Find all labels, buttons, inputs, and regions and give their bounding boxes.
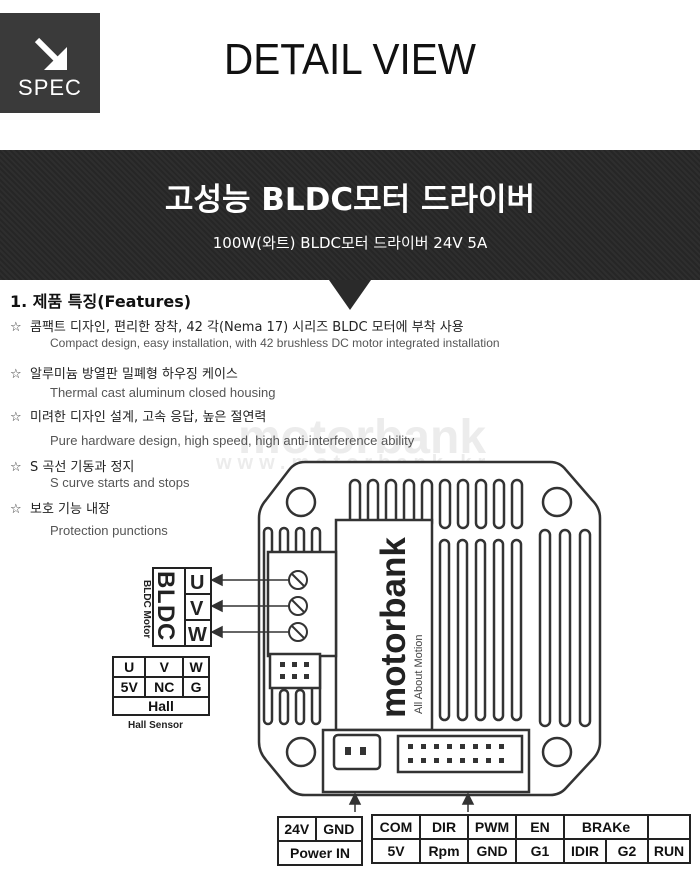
signal-cell: IDIR xyxy=(563,838,607,864)
feature-ko: 알루미늄 방열판 밀폐형 하우징 케이스 xyxy=(30,367,238,382)
star-icon: ☆ xyxy=(10,410,22,425)
motor-arrows xyxy=(210,573,290,639)
signal-cell: G2 xyxy=(605,838,649,864)
svg-text:L: L xyxy=(152,589,179,604)
star-icon: ☆ xyxy=(10,320,22,335)
mount-hole xyxy=(285,486,317,518)
feature-en: S curve starts and stops xyxy=(50,475,190,490)
hall-sensor-table: U V W 5V NC G Hall xyxy=(111,656,210,716)
feature-en: Thermal cast aluminum closed housing xyxy=(50,385,276,400)
feature-item: ☆ S 곡선 기동과 정지 S curve starts and stops xyxy=(10,456,189,490)
connector-arrows xyxy=(348,792,475,812)
svg-text:U: U xyxy=(190,572,204,594)
features-heading: 1. 제품 특징(Features) xyxy=(10,292,192,311)
product-banner: 고성능 BLDC모터 드라이버 100W(와트) BLDC모터 드라이버 24V… xyxy=(0,150,700,280)
feature-ko: S 곡선 기동과 정지 xyxy=(30,460,135,475)
hall-cell: NC xyxy=(144,676,185,698)
power-cell: 24V xyxy=(277,816,317,842)
star-icon: ☆ xyxy=(10,502,22,517)
hall-cell: V xyxy=(144,656,185,678)
banner-title: 고성능 BLDC모터 드라이버 xyxy=(164,182,536,218)
hall-connector xyxy=(268,652,322,690)
signal-pins xyxy=(408,744,504,763)
power-connector xyxy=(332,733,382,771)
terminal-screws xyxy=(288,570,308,642)
hall-cell: Hall xyxy=(112,696,210,716)
feature-en: Compact design, easy installation, with … xyxy=(50,336,500,350)
arrow-down-right-icon xyxy=(34,37,67,70)
bldc-letters: B L D C xyxy=(152,571,179,640)
feature-en: Protection punctions xyxy=(50,523,168,538)
svg-text:D: D xyxy=(152,605,179,622)
hall-pins xyxy=(280,662,309,679)
hall-cell: U xyxy=(111,656,147,678)
power-table: 24V GND Power IN xyxy=(277,816,364,866)
motor-pin-frame xyxy=(152,567,212,647)
spec-badge: SPEC xyxy=(0,13,100,113)
signal-connector xyxy=(396,734,524,774)
mount-hole xyxy=(285,736,317,768)
signal-cell: PWM xyxy=(467,814,517,840)
feature-ko: 보호 기능 내장 xyxy=(30,502,111,517)
device-slogan: All About Motion xyxy=(413,635,425,715)
power-cell: GND xyxy=(314,816,364,842)
motor-caption: BLDC Motor xyxy=(141,580,152,638)
watermark-brand: motorbank xyxy=(238,411,487,464)
signal-cell xyxy=(647,814,691,840)
hall-cell: G xyxy=(182,676,210,698)
hall-caption: Hall Sensor xyxy=(128,720,183,731)
feature-ko: 콤팩트 디자인, 편리한 장착, 42 각(Nema 17) 시리즈 BLDC … xyxy=(30,320,464,335)
svg-text:B: B xyxy=(152,571,179,588)
signal-cell: 5V xyxy=(371,838,421,864)
signal-cell: EN xyxy=(515,814,565,840)
spec-label: SPEC xyxy=(18,75,82,100)
signal-cell: G1 xyxy=(515,838,565,864)
hall-cell: 5V xyxy=(111,676,147,698)
device-logo: motorbank xyxy=(374,537,413,718)
heatsink-fins-right xyxy=(438,528,592,728)
signal-cell: COM xyxy=(371,814,421,840)
star-icon: ☆ xyxy=(10,367,22,382)
motor-pins: U V W xyxy=(188,572,207,646)
page-title: DETAIL VIEW xyxy=(224,35,476,84)
signal-cell: GND xyxy=(467,838,517,864)
signal-cell: RUN xyxy=(647,838,691,864)
svg-text:W: W xyxy=(188,624,207,646)
svg-text:V: V xyxy=(190,598,204,620)
heatsink-fins-top xyxy=(348,478,524,530)
star-icon: ☆ xyxy=(10,460,22,475)
svg-text:C: C xyxy=(152,623,179,640)
power-cell: Power IN xyxy=(277,840,363,866)
hall-cell: W xyxy=(182,656,210,678)
feature-item: ☆ 미려한 디자인 설계, 고속 응답, 높은 절연력 Pure hardware… xyxy=(10,406,414,448)
feature-item: ☆ 알루미늄 방열판 밀폐형 하우징 케이스 Thermal cast alumi… xyxy=(10,363,275,400)
feature-item: ☆ 보호 기능 내장 Protection punctions xyxy=(10,498,168,538)
signal-cell: Rpm xyxy=(419,838,469,864)
feature-ko: 미려한 디자인 설계, 고속 응답, 높은 절연력 xyxy=(30,410,267,425)
signal-table: COM DIR PWM EN BRAKe 5V Rpm GND G1 IDIR … xyxy=(371,814,691,864)
banner-notch xyxy=(329,280,371,310)
feature-item: ☆ 콤팩트 디자인, 편리한 장착, 42 각(Nema 17) 시리즈 BLDC… xyxy=(10,316,500,350)
mount-hole xyxy=(541,736,573,768)
signal-cell: DIR xyxy=(419,814,469,840)
banner-subtitle: 100W(와트) BLDC모터 드라이버 24V 5A xyxy=(212,234,488,252)
mount-hole xyxy=(541,486,573,518)
feature-en: Pure hardware design, high speed, high a… xyxy=(50,433,415,448)
signal-cell: BRAKe xyxy=(563,814,649,840)
